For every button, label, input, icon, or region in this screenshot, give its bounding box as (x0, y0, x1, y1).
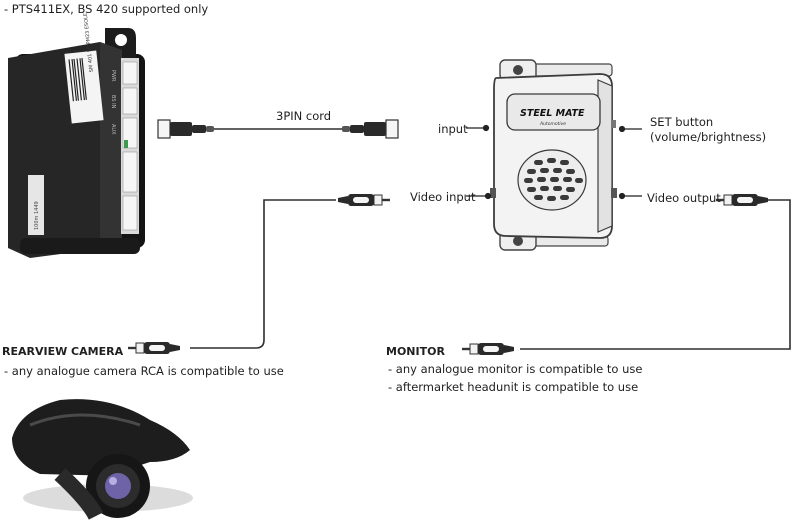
speaker-grille (517, 149, 587, 211)
svg-text:AUX: AUX (110, 124, 116, 135)
box-sticker: SM 401 SP PM23 ESOLE (64, 13, 104, 124)
headunit-compat-note: - aftermarket headunit is compatible to … (388, 380, 639, 394)
set-button-line2: (volume/brightness) (650, 130, 767, 144)
svg-text:100m 1449: 100m 1449 (34, 201, 40, 230)
monitor-title: MONITOR (386, 345, 445, 358)
3pin-connector-left (157, 119, 214, 139)
rca-plug-video-output (715, 193, 769, 207)
cables (190, 128, 791, 350)
sensor-control-box: SM 401 SP PM23 ESOLE 100m 1449 PWR BS IN… (8, 13, 145, 258)
display-module: STEEL MATE Automotive (490, 59, 617, 251)
brand-logo-text: STEEL MATE (520, 108, 585, 119)
rear-camera (12, 399, 193, 520)
svg-text:PWR: PWR (110, 70, 116, 82)
svg-text:BS IN: BS IN (110, 95, 116, 109)
rca-plug-video-input (337, 193, 391, 207)
camera-compat-note: - any analogue camera RCA is compatible … (4, 364, 284, 378)
header-note: - PTS411EX, BS 420 supported only (4, 2, 209, 16)
camera-cable (190, 199, 336, 349)
module-input-label: input (438, 122, 468, 136)
svg-text:Automotive: Automotive (539, 121, 566, 127)
box-ports: PWR BS IN AUX (110, 58, 139, 234)
set-button-label: SET button (volume/brightness) (650, 115, 766, 145)
3pin-cord-label: 3PIN cord (276, 109, 332, 123)
callout-leaders (466, 124, 642, 200)
monitor-compat-note: - any analogue monitor is compatible to … (388, 362, 643, 376)
set-button-line1: SET button (650, 115, 714, 129)
video-input-label: Video input (410, 190, 476, 204)
3pin-connector-right (342, 119, 399, 139)
rearview-camera-title: REARVIEW CAMERA (2, 345, 124, 358)
monitor-cable (520, 199, 791, 350)
video-output-label: Video output (647, 191, 721, 205)
rca-plug-monitor (461, 342, 515, 356)
rca-plug-camera (127, 341, 181, 355)
